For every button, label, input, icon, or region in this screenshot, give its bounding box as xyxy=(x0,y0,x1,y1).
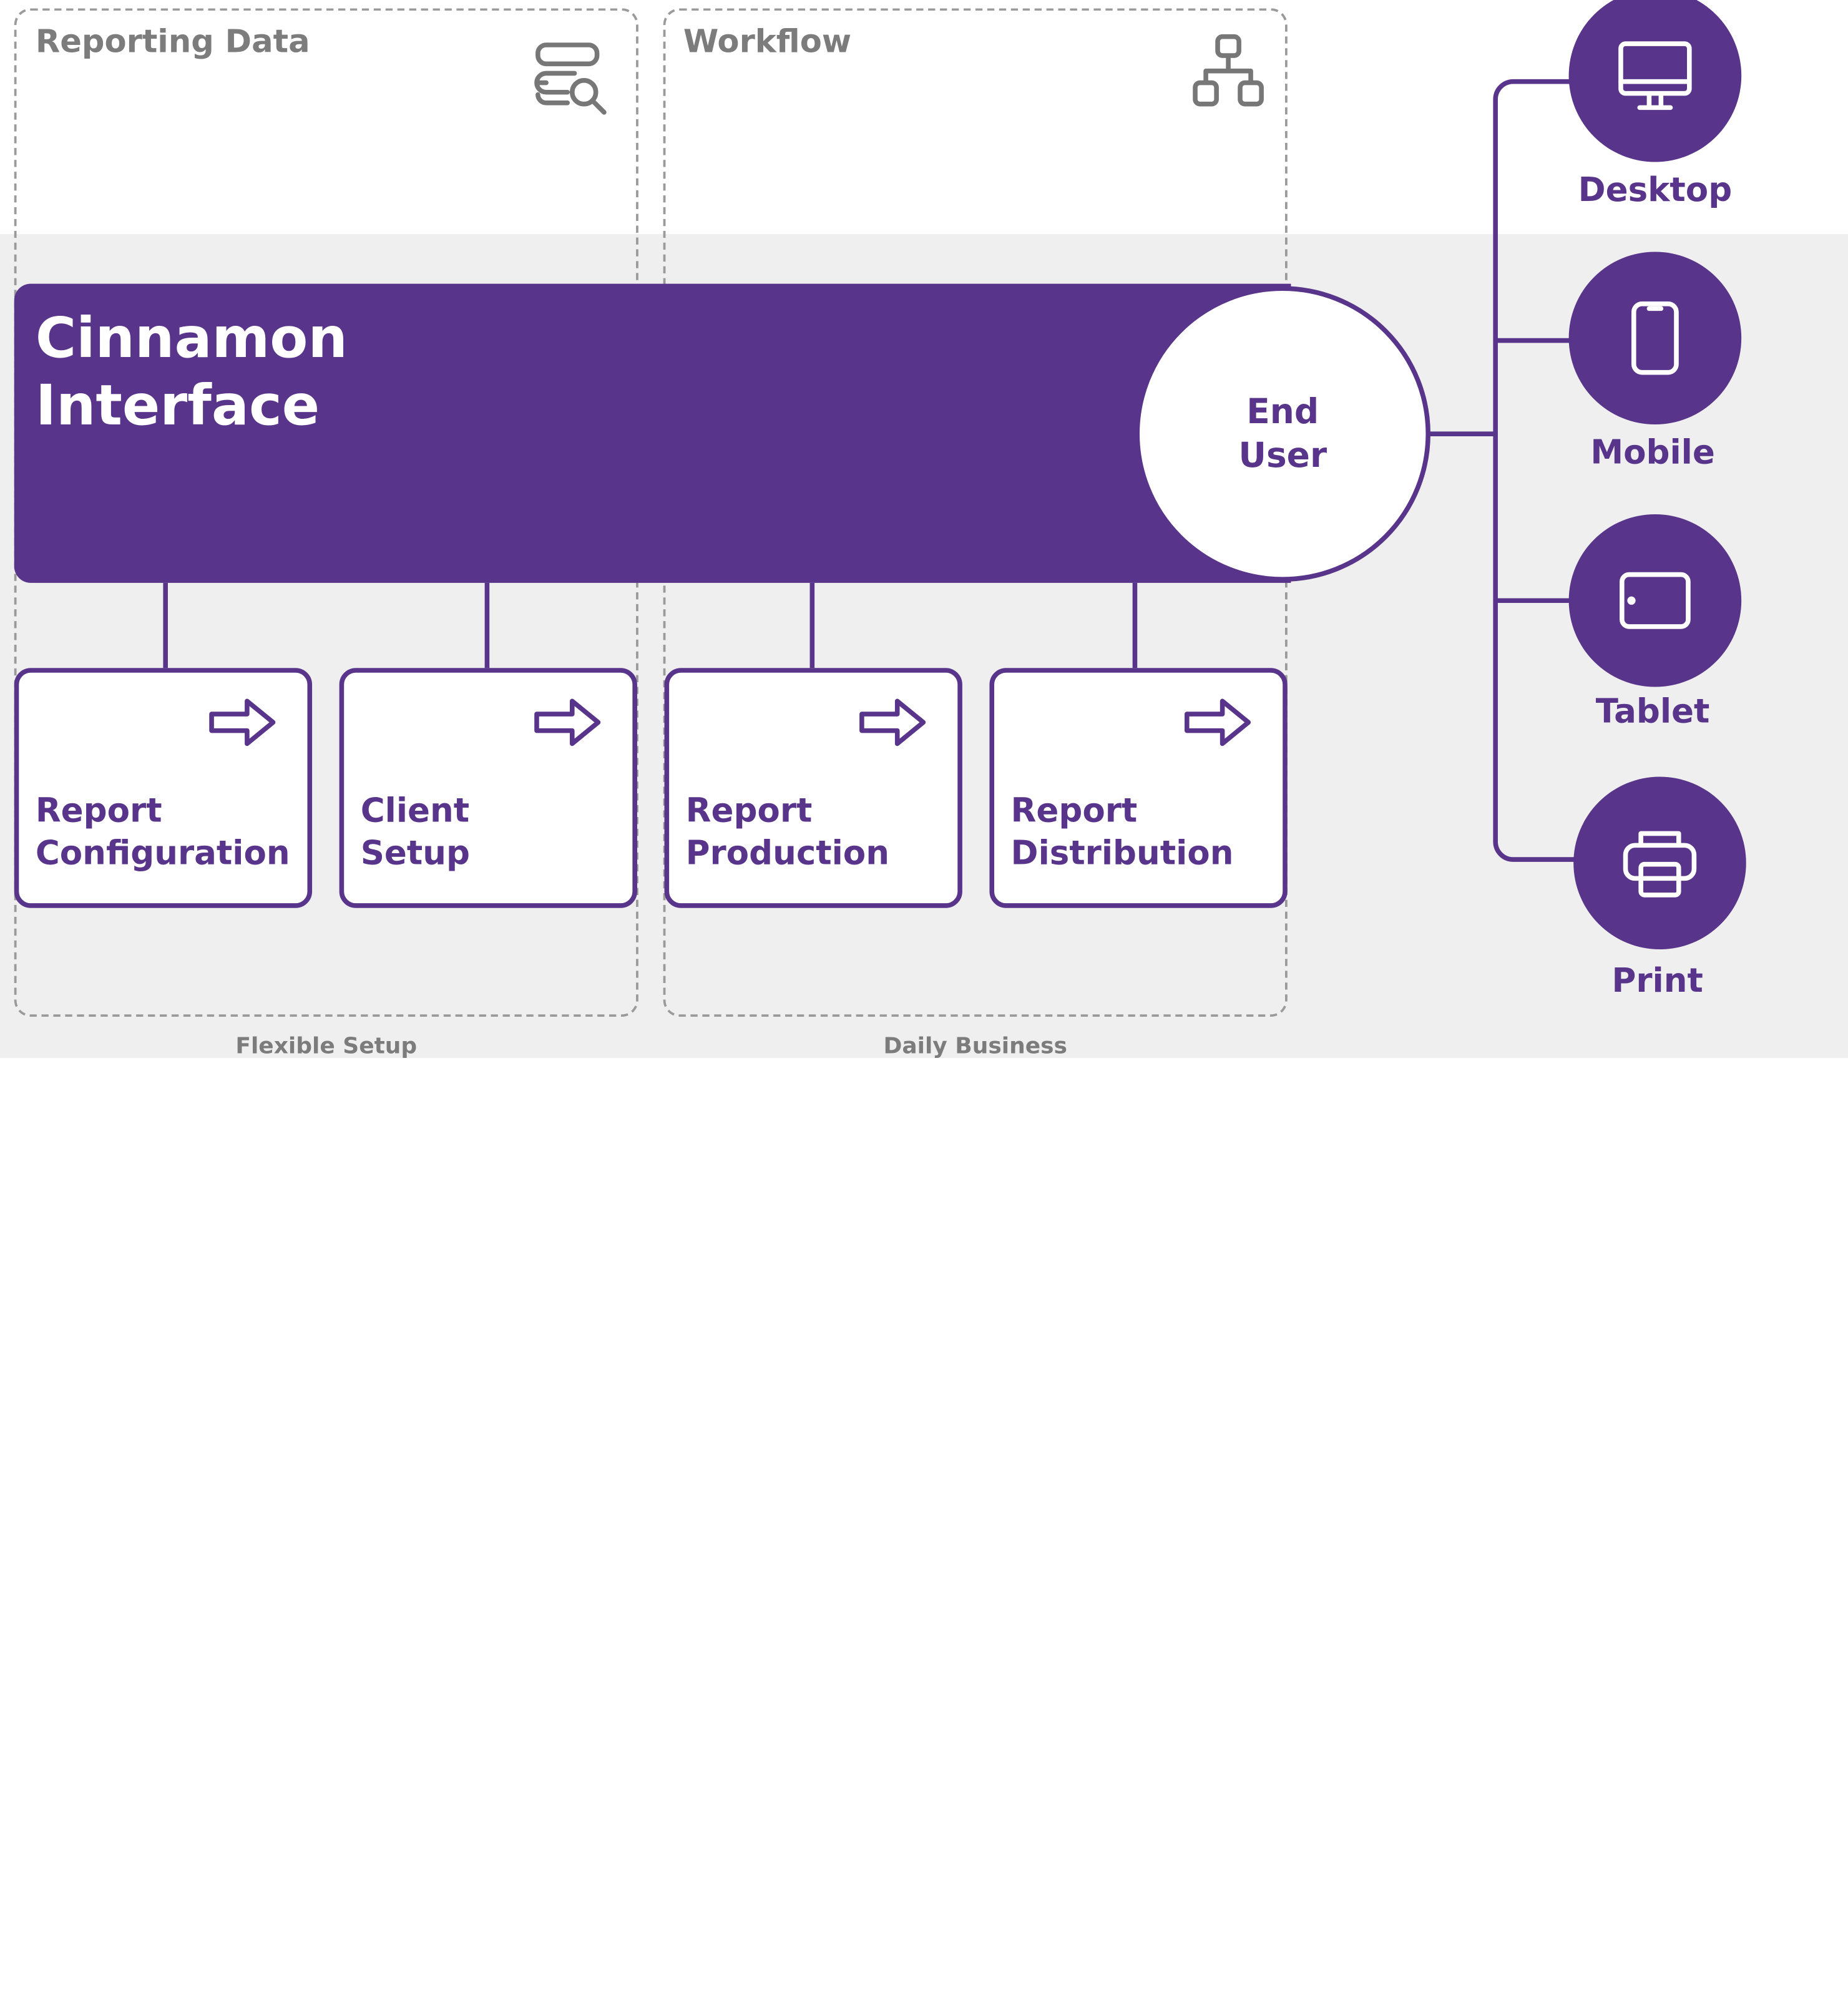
group-footer-flexible-setup: Flexible Setup xyxy=(235,1033,418,1060)
end-user-circle: End User xyxy=(1135,286,1430,582)
tablet-icon xyxy=(1620,572,1691,629)
device-mobile xyxy=(1568,252,1742,425)
step-label: Client Setup xyxy=(360,791,471,873)
database-search-icon xyxy=(532,39,610,117)
group-title-reporting-data: Reporting Data xyxy=(35,23,310,61)
cinnamon-interface-bar xyxy=(14,283,1291,583)
device-label-desktop: Desktop xyxy=(1578,170,1733,210)
step-client-setup: Client Setup xyxy=(339,668,637,908)
arrow-right-icon xyxy=(1184,698,1251,746)
connector-lines xyxy=(163,79,1578,862)
device-tablet xyxy=(1568,514,1742,687)
step-report-distribution: Report Distribution xyxy=(989,668,1288,908)
smartphone-icon xyxy=(1631,301,1679,375)
device-label-tablet: Tablet xyxy=(1595,692,1710,731)
arrow-right-icon xyxy=(859,698,926,746)
group-title-workflow: Workflow xyxy=(683,23,852,61)
step-report-production: Report Production xyxy=(664,668,962,908)
step-label: Report Distribution xyxy=(1010,791,1234,873)
arrow-right-icon xyxy=(209,698,276,746)
device-print xyxy=(1573,776,1746,950)
printer-icon xyxy=(1623,831,1697,898)
arrow-right-icon xyxy=(534,698,601,746)
group-footer-daily-business: Daily Business xyxy=(883,1033,1067,1060)
connector-device-bus xyxy=(1493,79,1578,862)
device-label-print: Print xyxy=(1611,961,1703,1001)
step-label: Report Production xyxy=(685,791,890,873)
monitor-icon xyxy=(1618,41,1692,110)
device-desktop xyxy=(1568,0,1742,162)
hierarchy-icon xyxy=(1190,33,1268,111)
step-label: Report Configuration xyxy=(35,791,290,873)
device-label-mobile: Mobile xyxy=(1590,433,1715,472)
end-user-label: End User xyxy=(1238,391,1327,476)
step-report-configuration: Report Configuration xyxy=(14,668,313,908)
main-title: Cinnamon Interface xyxy=(35,306,348,439)
